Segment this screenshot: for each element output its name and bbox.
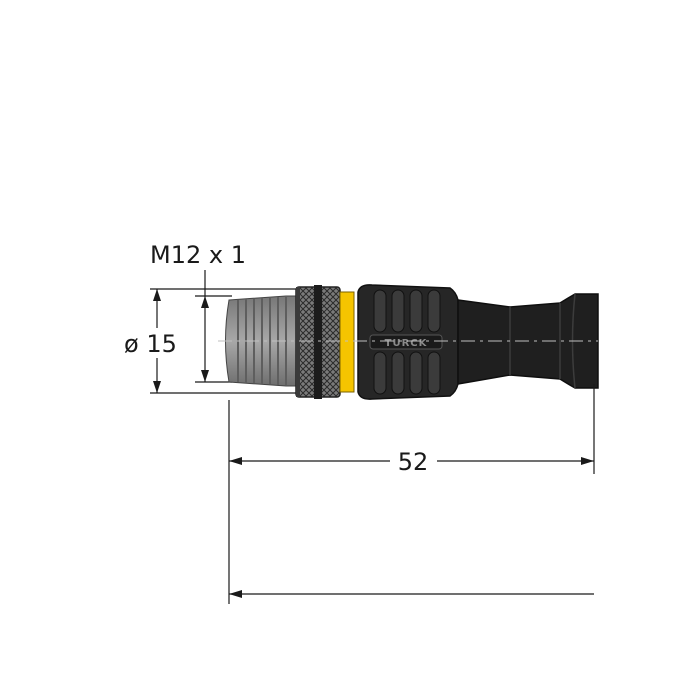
length-dimension <box>228 384 595 604</box>
connector-body: TURCK <box>218 284 599 400</box>
brand-mark: TURCK <box>385 338 428 349</box>
length-label: 52 <box>398 448 429 476</box>
thread-size-label: M12 x 1 <box>150 241 246 269</box>
diameter-dimension <box>150 288 298 394</box>
diameter-label: ø 15 <box>124 330 177 358</box>
molded-body: TURCK <box>357 284 459 400</box>
yellow-ring <box>339 291 355 393</box>
cable-length-dimension <box>229 590 594 598</box>
coupling-nut <box>295 285 341 399</box>
